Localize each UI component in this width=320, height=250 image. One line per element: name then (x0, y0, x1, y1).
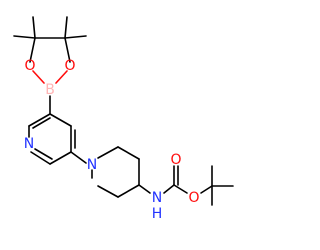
bond-methyl-2 (32, 16, 36, 39)
bond-o-b-right (55, 70, 68, 84)
atom-o-left: O (24, 58, 35, 74)
atom-n-piperidine: N (87, 157, 97, 173)
atom-n-pyridine: N (24, 136, 34, 152)
bond-o-ctert (200, 185, 213, 194)
atom-b: B (45, 82, 55, 98)
bond-py-n-pip (70, 151, 87, 164)
atom-o-carbonyl: O (170, 152, 181, 168)
boc-carbamate-group (138, 165, 234, 206)
molecule-structure: O O B N N N H O O (13, 16, 234, 222)
bond-methyl-4 (64, 35, 87, 39)
atom-o-right: O (64, 58, 75, 74)
atom-n-carbamate: N (152, 190, 162, 206)
bond-c-o-right (64, 37, 71, 63)
bond-py-1 (49, 113, 72, 127)
bond-pip-5 (97, 185, 119, 198)
bond-py-6-double (32, 117, 51, 129)
bond-c-o-left (29, 37, 36, 63)
bond-o-b-left (32, 70, 45, 84)
bond-py-4 (30, 151, 51, 165)
bond-py-3 (49, 151, 72, 165)
bond-c-nh (138, 184, 151, 194)
atom-h-carbamate: H (152, 206, 163, 222)
bond-pip-2 (117, 146, 140, 160)
bond-nh-c (163, 184, 175, 194)
bond-py-6 (28, 113, 51, 127)
bond-methyl-3 (64, 16, 68, 39)
atom-o-ester: O (188, 190, 199, 206)
molecule-canvas: O O B N N N H O O (13, 16, 234, 222)
bond-pip-4 (117, 184, 140, 198)
piperidine-ring (91, 146, 140, 198)
bond-pip-1 (97, 146, 119, 159)
bond-py-4-double (34, 148, 53, 160)
pinacol-boronate-group (13, 16, 87, 115)
bond-methyl-1 (13, 35, 36, 39)
bond-c-o-ester (173, 184, 188, 194)
pyridine-ring (28, 113, 87, 165)
